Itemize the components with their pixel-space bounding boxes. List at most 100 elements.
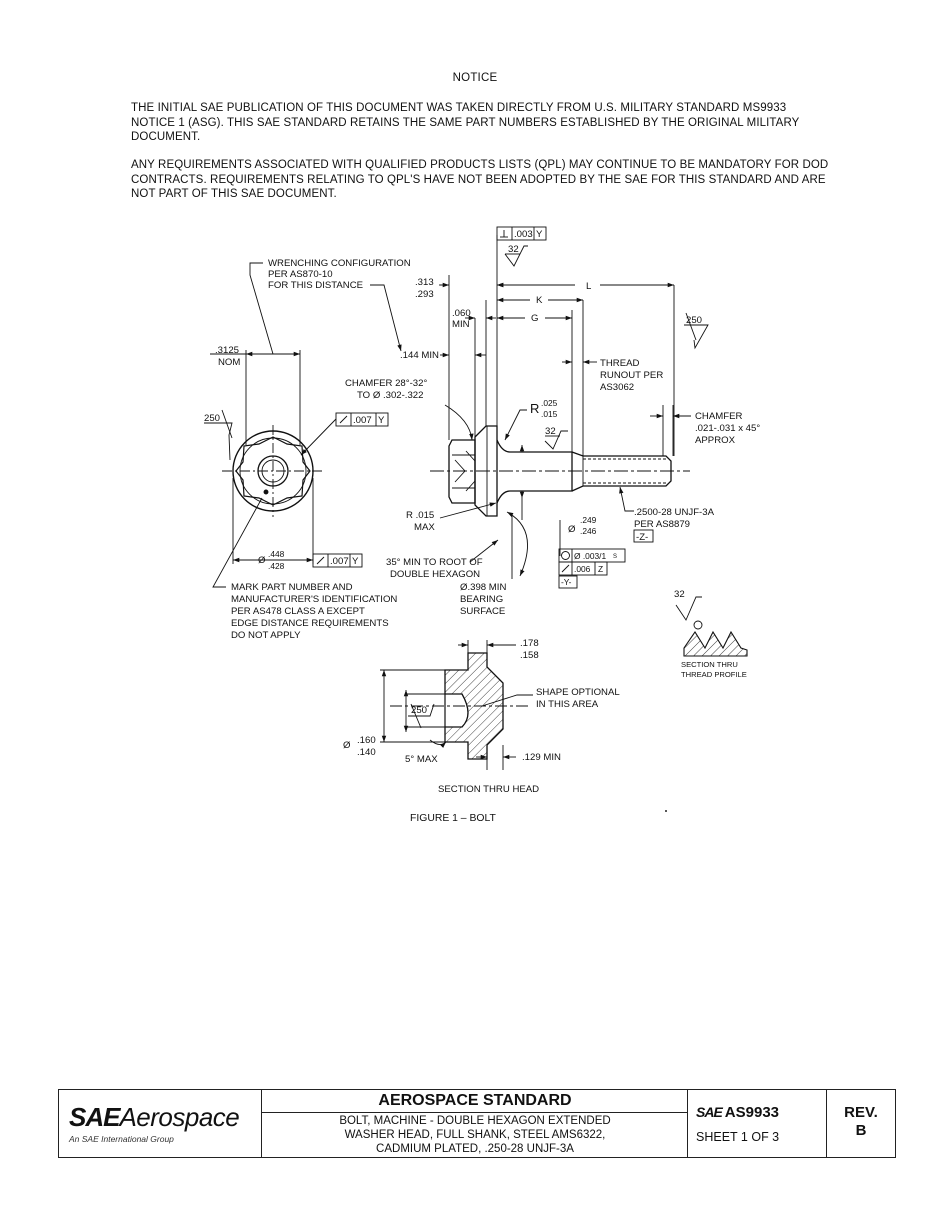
wrenching-line-1: WRENCHING CONFIGURATION <box>268 258 411 269</box>
dim-k: K <box>536 295 543 306</box>
drawing-labels: WRENCHING CONFIGURATION PER AS870-10 FOR… <box>204 229 760 824</box>
runout-006-datum: Z <box>598 564 603 574</box>
runout-007-datum: Y <box>378 415 385 426</box>
r015-max-2: MAX <box>414 522 435 533</box>
section-thread-2: THREAD PROFILE <box>681 670 747 679</box>
side-view <box>370 235 691 579</box>
description-line-2: WASHER HEAD, FULL SHANK, STEEL AMS6322, <box>344 1129 606 1141</box>
shape-optional-2: IN THIS AREA <box>536 699 599 710</box>
chamfer-tip-3: APPROX <box>695 435 736 446</box>
sae-aerospace-logo: SAEAerospace <box>69 1102 240 1132</box>
radius-015: .015 <box>541 409 558 419</box>
bearing-2: BEARING <box>460 594 503 605</box>
logo-cell: SAEAerospace An SAE International Group <box>59 1090 262 1157</box>
revision-value: B <box>855 1122 867 1139</box>
finish-250-left: 250 <box>204 413 220 424</box>
runout-007-value: .007 <box>353 415 372 426</box>
radius-025: .025 <box>541 398 558 408</box>
standard-description: BOLT, MACHINE - DOUBLE HEXAGON EXTENDED … <box>262 1114 688 1156</box>
finish-32-thread: 32 <box>674 589 685 600</box>
standard-heading: AEROSPACE STANDARD <box>262 1090 688 1113</box>
min-root-1: 35° MIN TO ROOT OF <box>386 557 483 568</box>
thread-spec-1: .2500-28 UNJF-3A <box>634 507 715 518</box>
dim-158: .158 <box>520 650 539 661</box>
figure-caption: FIGURE 1 – BOLT <box>410 813 496 824</box>
bearing-1: Ø.398 MIN <box>460 582 506 593</box>
revision-label: REV. <box>844 1104 878 1121</box>
description-line-1: BOLT, MACHINE - DOUBLE HEXAGON EXTENDED <box>339 1115 611 1127</box>
thread-runout-1: THREAD <box>600 358 640 369</box>
bearing-3: SURFACE <box>460 606 505 617</box>
stray-dot <box>665 810 667 812</box>
section-thread-1: SECTION THRU <box>681 660 738 669</box>
runout-006-value: .006 <box>574 564 591 574</box>
min-root-2: DOUBLE HEXAGON <box>390 569 480 580</box>
wrenching-line-2: PER AS870-10 <box>268 269 333 280</box>
dia-symbol-head: Ø <box>258 555 266 566</box>
shape-optional-1: SHAPE OPTIONAL <box>536 687 620 698</box>
logo-subtitle: An SAE International Group <box>69 1134 174 1144</box>
mark-note-5: DO NOT APPLY <box>231 630 301 641</box>
thread-runout-3: AS3062 <box>600 382 634 393</box>
end-view <box>204 262 337 588</box>
thread-runout-2: RUNOUT PER <box>600 370 663 381</box>
mmc-s: S <box>613 554 617 560</box>
chamfer-head-1: CHAMFER 28°-32° <box>345 378 427 389</box>
mark-note-4: EDGE DISTANCE REQUIREMENTS <box>231 618 389 629</box>
finish-32-top: 32 <box>508 244 519 255</box>
chamfer-head-2: TO Ø .302-.322 <box>357 390 423 401</box>
finish-32-shank: 32 <box>545 426 556 437</box>
description-line-3: CADMIUM PLATED, .250-28 UNJF-3A <box>376 1143 574 1155</box>
dim-129: .129 MIN <box>522 752 561 763</box>
mark-note-1: MARK PART NUMBER AND <box>231 582 353 593</box>
dia-140: .140 <box>357 747 376 758</box>
thread-spec-2: PER AS8879 <box>634 519 690 530</box>
sheet-number: SHEET 1 OF 3 <box>696 1130 780 1144</box>
chamfer-tip-1: CHAMFER <box>695 411 743 422</box>
dia-448: .448 <box>268 549 285 559</box>
dim-l: L <box>586 281 592 292</box>
dim-060: .060 <box>452 308 471 319</box>
runout-007-datum-2: Y <box>352 556 359 567</box>
finish-250-section: 250 <box>411 705 427 716</box>
notice-paragraph-1: THE INITIAL SAE PUBLICATION OF THIS DOCU… <box>131 102 800 143</box>
perp-003-datum: Y <box>536 229 543 240</box>
nom-label: NOM <box>218 357 240 368</box>
perp-003-value: .003 <box>514 229 533 240</box>
dia-249: .249 <box>580 515 597 525</box>
notice-title: NOTICE <box>452 72 498 84</box>
dia-symbol-shank: Ø <box>568 524 576 535</box>
notice-paragraph-2: ANY REQUIREMENTS ASSOCIATED WITH QUALIFI… <box>131 159 829 200</box>
dim-144: .144 MIN <box>400 350 439 361</box>
dim-178: .178 <box>520 638 539 649</box>
dim-313: .313 <box>415 277 434 288</box>
dim-060-min: MIN <box>452 319 470 330</box>
title-block: SAEAerospace An SAE International Group … <box>58 1089 896 1158</box>
chamfer-tip-2: .021-.031 x 45° <box>695 423 760 434</box>
section-head-caption: SECTION THRU HEAD <box>438 784 539 795</box>
dia-428: .428 <box>268 561 285 571</box>
datum-z-tag: -Z- <box>636 532 648 543</box>
dia-symbol-section: Ø <box>343 740 351 751</box>
mark-note-3: PER AS478 CLASS A EXCEPT <box>231 606 365 617</box>
max-5deg: 5° MAX <box>405 754 438 765</box>
nom-value: .3125 <box>215 345 239 356</box>
wrenching-line-3: FOR THIS DISTANCE <box>268 280 363 291</box>
finish-250-right: 250 <box>686 315 702 326</box>
dim-293: .293 <box>415 289 434 300</box>
title-cell: AEROSPACE STANDARD BOLT, MACHINE - DOUBL… <box>262 1090 688 1157</box>
mark-note-2: MANUFACTURER'S IDENTIFICATION <box>231 594 397 605</box>
radius-label: R <box>530 401 539 416</box>
runout-007-value-2: .007 <box>330 556 349 567</box>
dia-246: .246 <box>580 526 597 536</box>
gdt-frames <box>312 226 709 589</box>
revision-cell: REV. B <box>827 1090 895 1157</box>
position-003: Ø .003/1 <box>574 551 606 561</box>
datum-y-tag: -Y- <box>561 577 572 587</box>
dia-160: .160 <box>357 735 376 746</box>
bolt-drawing: WRENCHING CONFIGURATION PER AS870-10 FOR… <box>204 226 760 824</box>
r015-max-1: R .015 <box>406 510 434 521</box>
section-thru-head <box>380 640 533 770</box>
